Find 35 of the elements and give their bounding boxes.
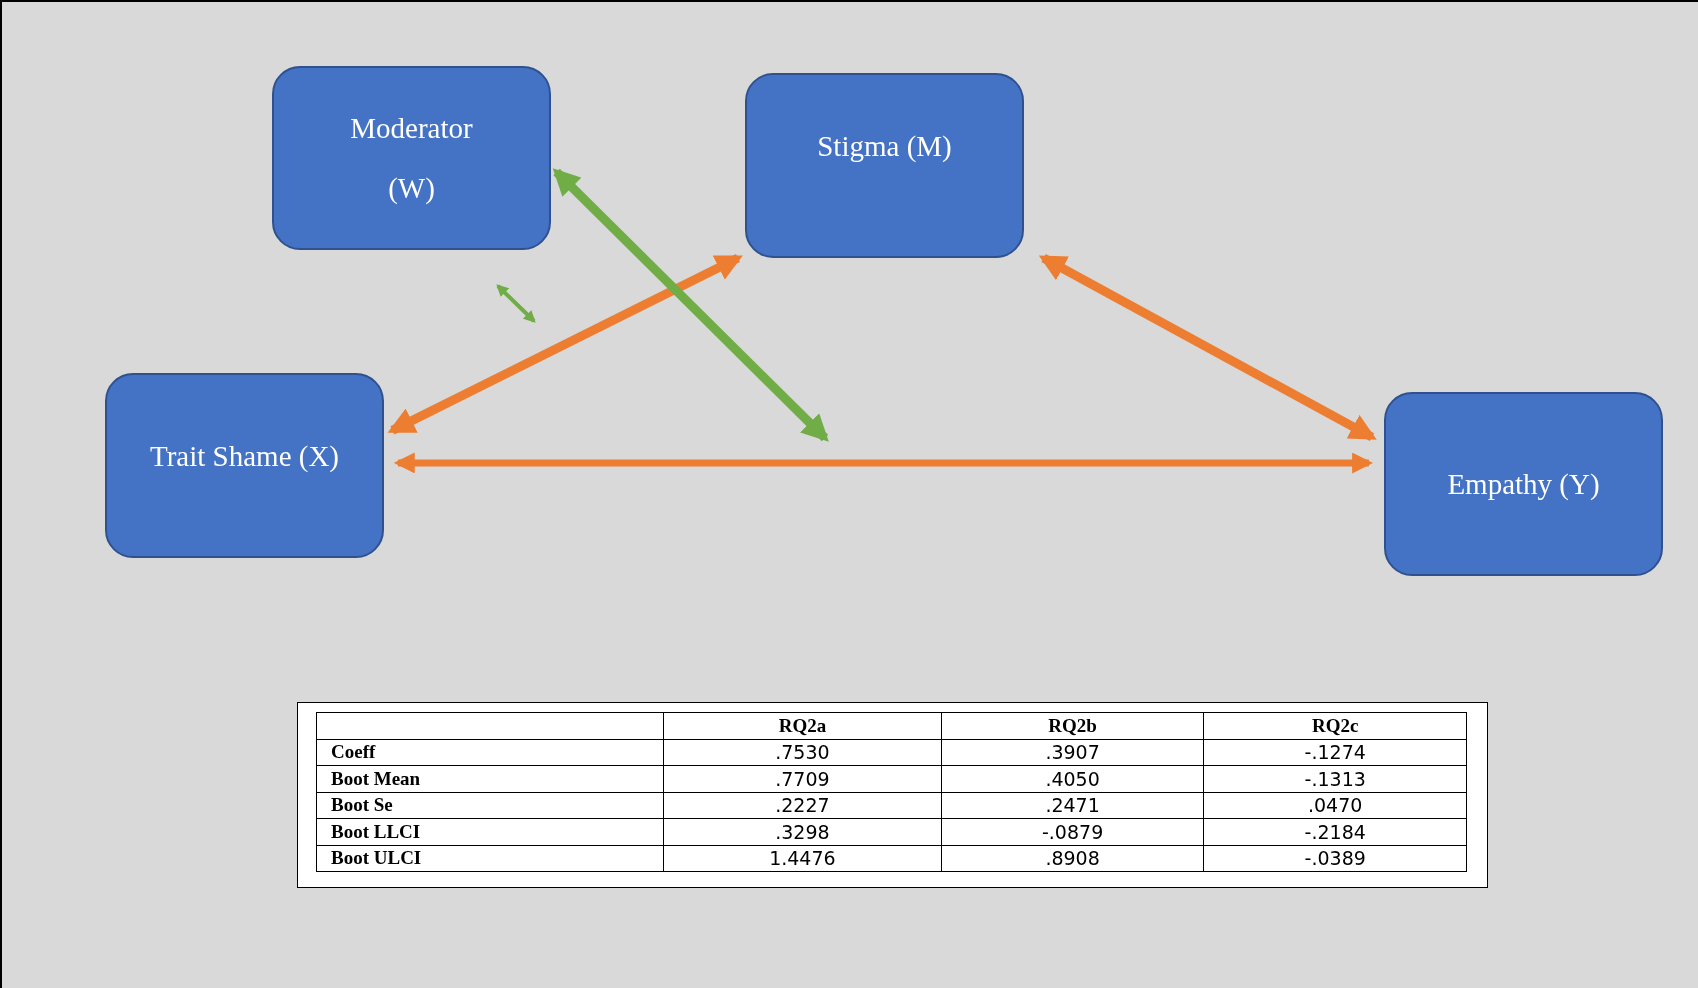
table-cell: -.1274 bbox=[1203, 739, 1467, 766]
table-cell: .3298 bbox=[663, 818, 942, 845]
table-cell: -.1313 bbox=[1203, 765, 1467, 792]
table-cell: -.2184 bbox=[1203, 818, 1467, 845]
table-cell: .3907 bbox=[941, 739, 1204, 766]
table-cell: .2471 bbox=[941, 792, 1204, 819]
table-cell: .2227 bbox=[663, 792, 942, 819]
double-arrow bbox=[393, 452, 1374, 474]
row-header: Boot Se bbox=[316, 792, 664, 819]
moderator-box bbox=[272, 66, 551, 250]
node-label: Trait Shame (X) bbox=[150, 438, 339, 474]
predictor-box bbox=[105, 373, 384, 558]
mediator-box bbox=[745, 73, 1024, 258]
column-header: RQ2c bbox=[1203, 712, 1467, 739]
node-label: Empathy (Y) bbox=[1447, 467, 1600, 502]
table-cell: .7709 bbox=[663, 765, 942, 792]
table-cell: .7530 bbox=[663, 739, 942, 766]
node-label: Stigma (M) bbox=[817, 128, 952, 164]
double-arrow bbox=[1038, 254, 1377, 442]
table-cell: .4050 bbox=[941, 765, 1204, 792]
column-header: RQ2b bbox=[941, 712, 1204, 739]
row-header: Boot LLCI bbox=[316, 818, 664, 845]
double-arrow bbox=[552, 168, 829, 442]
table-cell: -.0389 bbox=[1203, 845, 1467, 872]
row-header: Boot Mean bbox=[316, 765, 664, 792]
column-header: RQ2a bbox=[663, 712, 942, 739]
table-cell: .0470 bbox=[1203, 792, 1467, 819]
outcome-box bbox=[1384, 392, 1663, 576]
double-arrow bbox=[387, 253, 743, 435]
node-label: Moderator (W) bbox=[349, 111, 474, 206]
table-cell: .8908 bbox=[941, 845, 1204, 872]
table-cell: 1.4476 bbox=[663, 845, 942, 872]
row-header: Boot ULCI bbox=[316, 845, 664, 872]
row-header: Coeff bbox=[316, 739, 664, 766]
table-cell: -.0879 bbox=[941, 818, 1204, 845]
